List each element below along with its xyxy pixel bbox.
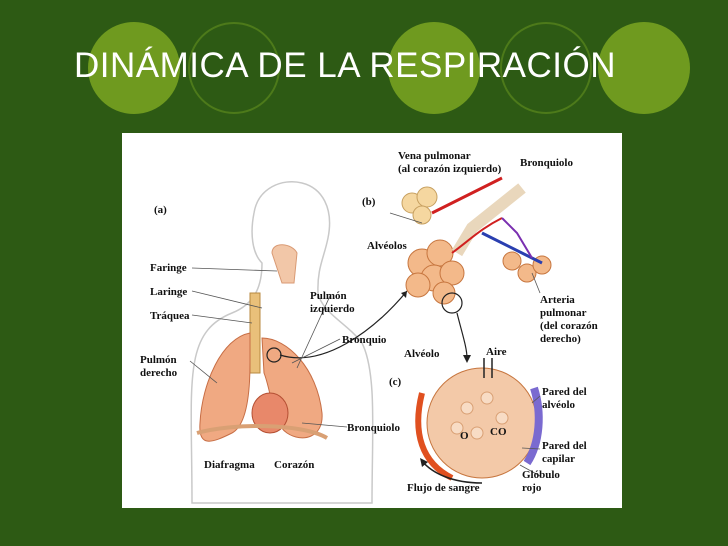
body-silhouette [190, 181, 374, 504]
label-pared-capilar-1: Pared del [542, 440, 587, 452]
decor-circle-1 [88, 22, 180, 114]
label-panel-b: (b) [362, 196, 376, 208]
label-bronquiolo-a: Bronquiolo [347, 422, 400, 434]
label-pared-capilar-2: capilar [542, 453, 575, 465]
label-laringe: Laringe [150, 286, 187, 298]
label-faringe: Faringe [150, 262, 187, 274]
label-panel-c: (c) [389, 376, 402, 388]
label-pared-alveolo-1: Pared del [542, 386, 587, 398]
label-co2: CO [490, 426, 507, 438]
decor-circle-4 [500, 22, 592, 114]
respiration-diagram: (a) (b) (c) Faringe Laringe Tráquea Pulm… [140, 150, 598, 504]
label-alveolo: Alvéolo [404, 348, 440, 360]
leader-lines [189, 212, 541, 477]
label-pulmon-izquierdo-1: Pulmón [310, 290, 347, 302]
label-corazon: Corazón [274, 459, 314, 471]
bronchiole-tube [451, 183, 526, 257]
label-globulo-1: Glóbulo [522, 469, 560, 481]
label-arteria-1: Arteria [540, 294, 575, 306]
arrow-a-to-b [279, 290, 408, 359]
label-pulmon-izquierdo-2: izquierdo [310, 303, 355, 315]
alveoli-cluster [401, 186, 552, 305]
label-diafragma: Diafragma [204, 459, 255, 471]
label-arteria-3: (del corazón [540, 320, 598, 332]
label-bronquio: Bronquio [342, 334, 387, 346]
arrow-b-to-c [456, 312, 468, 359]
label-globulo-2: rojo [522, 482, 542, 494]
label-traquea: Tráquea [150, 310, 190, 322]
diagram-panel: (a) (b) (c) Faringe Laringe Tráquea Pulm… [122, 133, 622, 508]
diaphragm-shape [196, 424, 329, 440]
trachea-shape [249, 292, 261, 374]
label-pared-alveolo-2: alvéolo [542, 399, 575, 411]
label-arteria-2: pulmonar [540, 307, 587, 319]
label-panel-a: (a) [154, 204, 167, 216]
decor-circle-2 [188, 22, 280, 114]
label-bronquiolo-b: Bronquiolo [520, 157, 573, 169]
right-lung-shape [199, 332, 251, 442]
label-vena-pulmonar-1: Vena pulmonar [398, 150, 471, 162]
label-pulmon-derecho-2: derecho [140, 367, 178, 379]
label-pulmon-derecho-1: Pulmón [140, 354, 177, 366]
label-o2: O [460, 430, 469, 442]
pulmonary-artery [481, 231, 543, 265]
label-vena-pulmonar-2: (al corazón izquierdo) [398, 163, 502, 175]
label-alveolos: Alvéolos [367, 240, 407, 252]
alveolus-marker [441, 292, 463, 314]
heart-shape [251, 392, 289, 434]
slide-title: DINÁMICA DE LA RESPIRACIÓN [74, 46, 617, 85]
label-arteria-4: derecho) [540, 333, 581, 345]
decor-circle-3 [388, 22, 480, 114]
label-aire: Aire [486, 346, 507, 358]
alveolus-section [415, 367, 543, 481]
decor-circle-5 [598, 22, 690, 114]
pharynx-shape [271, 244, 298, 284]
label-flujo-sangre: Flujo de sangre [407, 482, 480, 494]
pulmonary-vein [431, 176, 503, 215]
